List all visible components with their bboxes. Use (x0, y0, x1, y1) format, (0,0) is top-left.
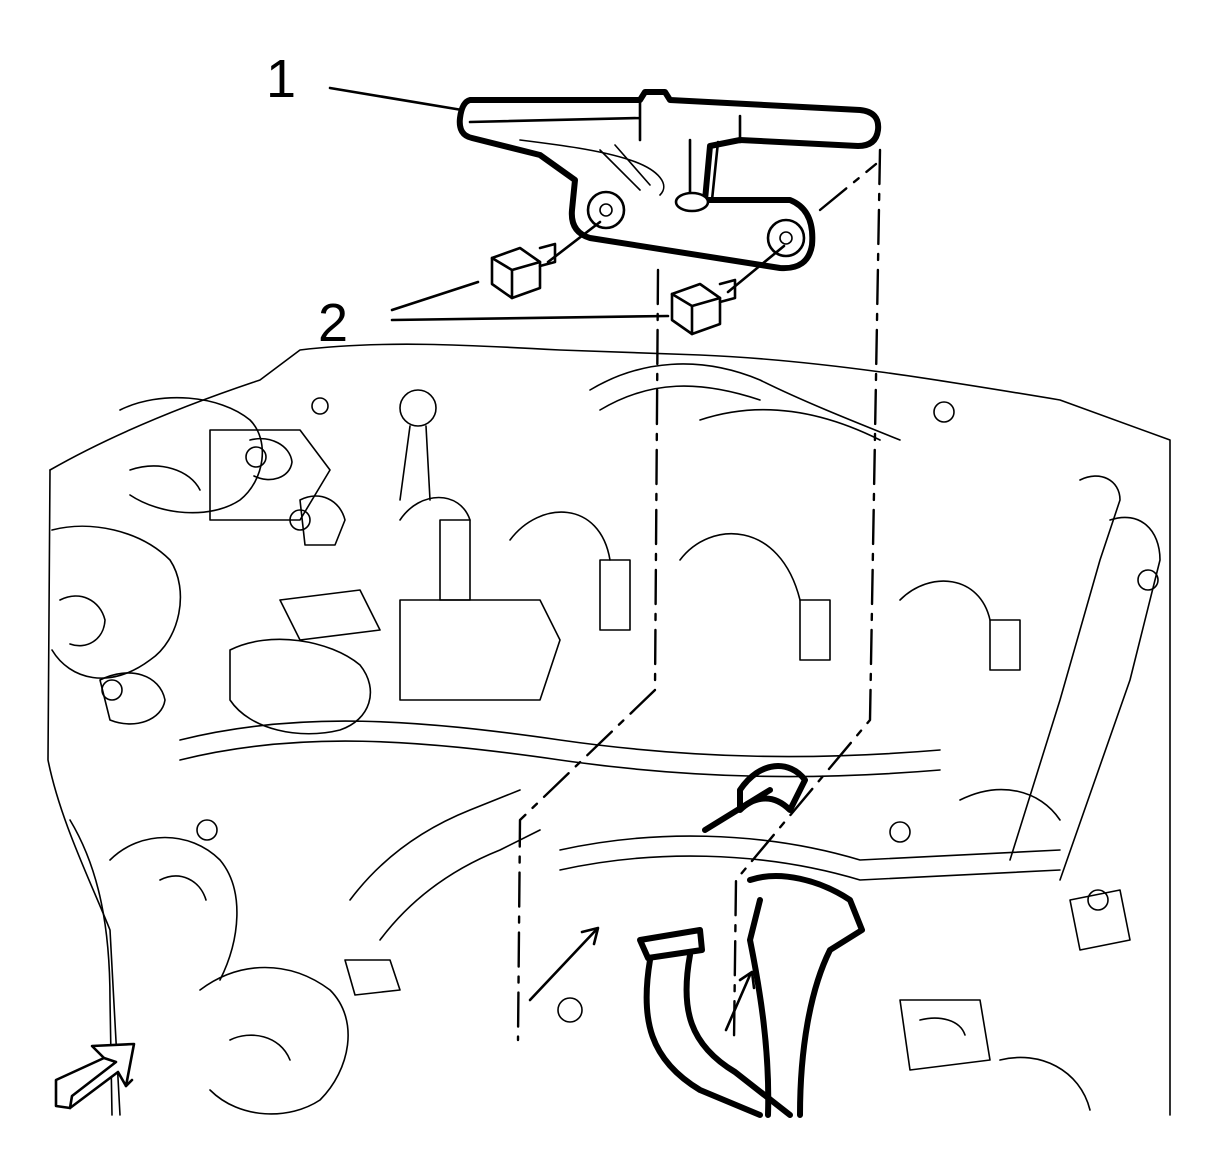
bolt-left (490, 242, 557, 300)
highlighted-fuel-hoses (637, 763, 865, 1118)
alignment-dash-lines (516, 148, 882, 1042)
fuel-rail-pipe-part-1 (456, 89, 882, 272)
leader-lines (328, 86, 786, 322)
mounting-arrows (528, 926, 756, 1032)
callout-label-1: 1 (266, 49, 297, 109)
front-direction-arrow-icon (54, 1042, 136, 1110)
engine-bay-linework (47, 343, 1171, 1116)
bolt-right (670, 278, 737, 336)
callout-label-2: 2 (318, 293, 349, 353)
